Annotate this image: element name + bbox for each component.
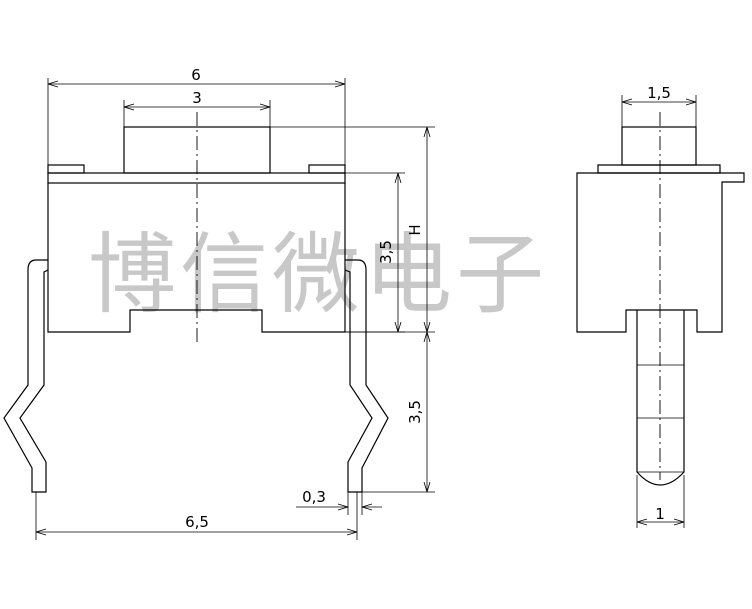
dim-label-6-5: 6,5 xyxy=(185,513,209,531)
dim-height-body: 3,5 xyxy=(345,172,405,333)
side-button xyxy=(621,126,697,166)
front-bump-right xyxy=(308,164,346,174)
dim-label-1-5: 1,5 xyxy=(647,84,671,102)
front-view xyxy=(3,112,389,493)
front-body xyxy=(47,183,346,333)
dim-height-total: H xyxy=(270,126,435,333)
watermark-text: 博信微电子 xyxy=(88,223,548,326)
dim-label-1: 1 xyxy=(655,505,665,523)
side-view xyxy=(576,112,745,486)
dim-width-button: 3 xyxy=(123,89,271,127)
front-bump-left xyxy=(47,164,85,174)
dim-lead-pitch: 6,5 xyxy=(35,492,358,540)
front-top-plate xyxy=(47,172,346,184)
dim-lead-length: 3,5 xyxy=(345,331,435,493)
dim-lead-thickness: 0,3 xyxy=(296,488,382,515)
dim-label-6: 6 xyxy=(191,66,201,84)
dim-label-3: 3 xyxy=(192,89,202,107)
dim-side-lead-width: 1 xyxy=(636,475,685,528)
dim-width-total: 6 xyxy=(47,66,346,165)
side-body xyxy=(576,172,745,333)
side-top-plate xyxy=(597,164,721,174)
side-lead xyxy=(636,310,685,486)
front-lead-left xyxy=(3,259,49,493)
dim-label-0-3: 0,3 xyxy=(302,488,326,506)
dim-label-H: H xyxy=(406,224,424,235)
dim-label-3-5-body: 3,5 xyxy=(377,240,395,264)
front-lead-right xyxy=(344,259,389,493)
dim-label-3-5-lead: 3,5 xyxy=(406,400,424,424)
dim-side-button-width: 1,5 xyxy=(621,84,697,127)
